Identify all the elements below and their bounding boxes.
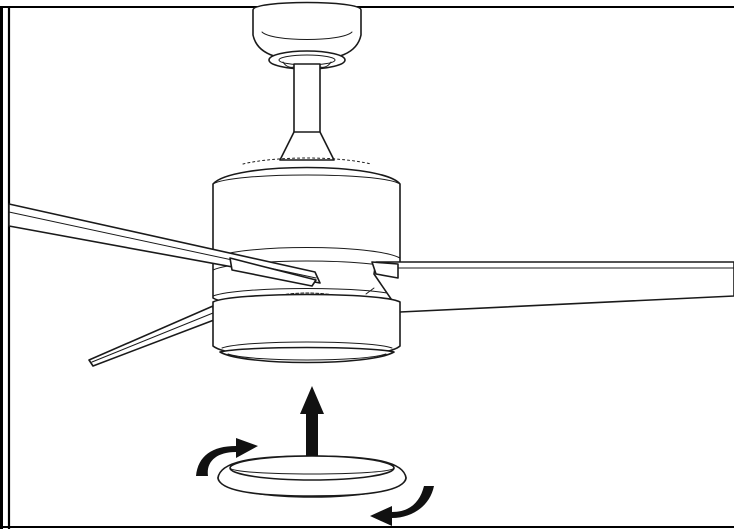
rotate-arrow-icon [196, 438, 258, 476]
light-cover [217, 455, 407, 498]
rotate-arrow-icon [370, 486, 434, 526]
ceiling-canopy [252, 1, 362, 70]
fan-blade-upper-left [8, 203, 321, 287]
fan-blade-right [371, 261, 734, 313]
light-kit-housing [212, 293, 401, 364]
fan-blade-lower-left [88, 305, 215, 367]
diagram-frame [0, 6, 734, 529]
downrod [279, 63, 335, 161]
up-arrow-icon [300, 386, 324, 456]
